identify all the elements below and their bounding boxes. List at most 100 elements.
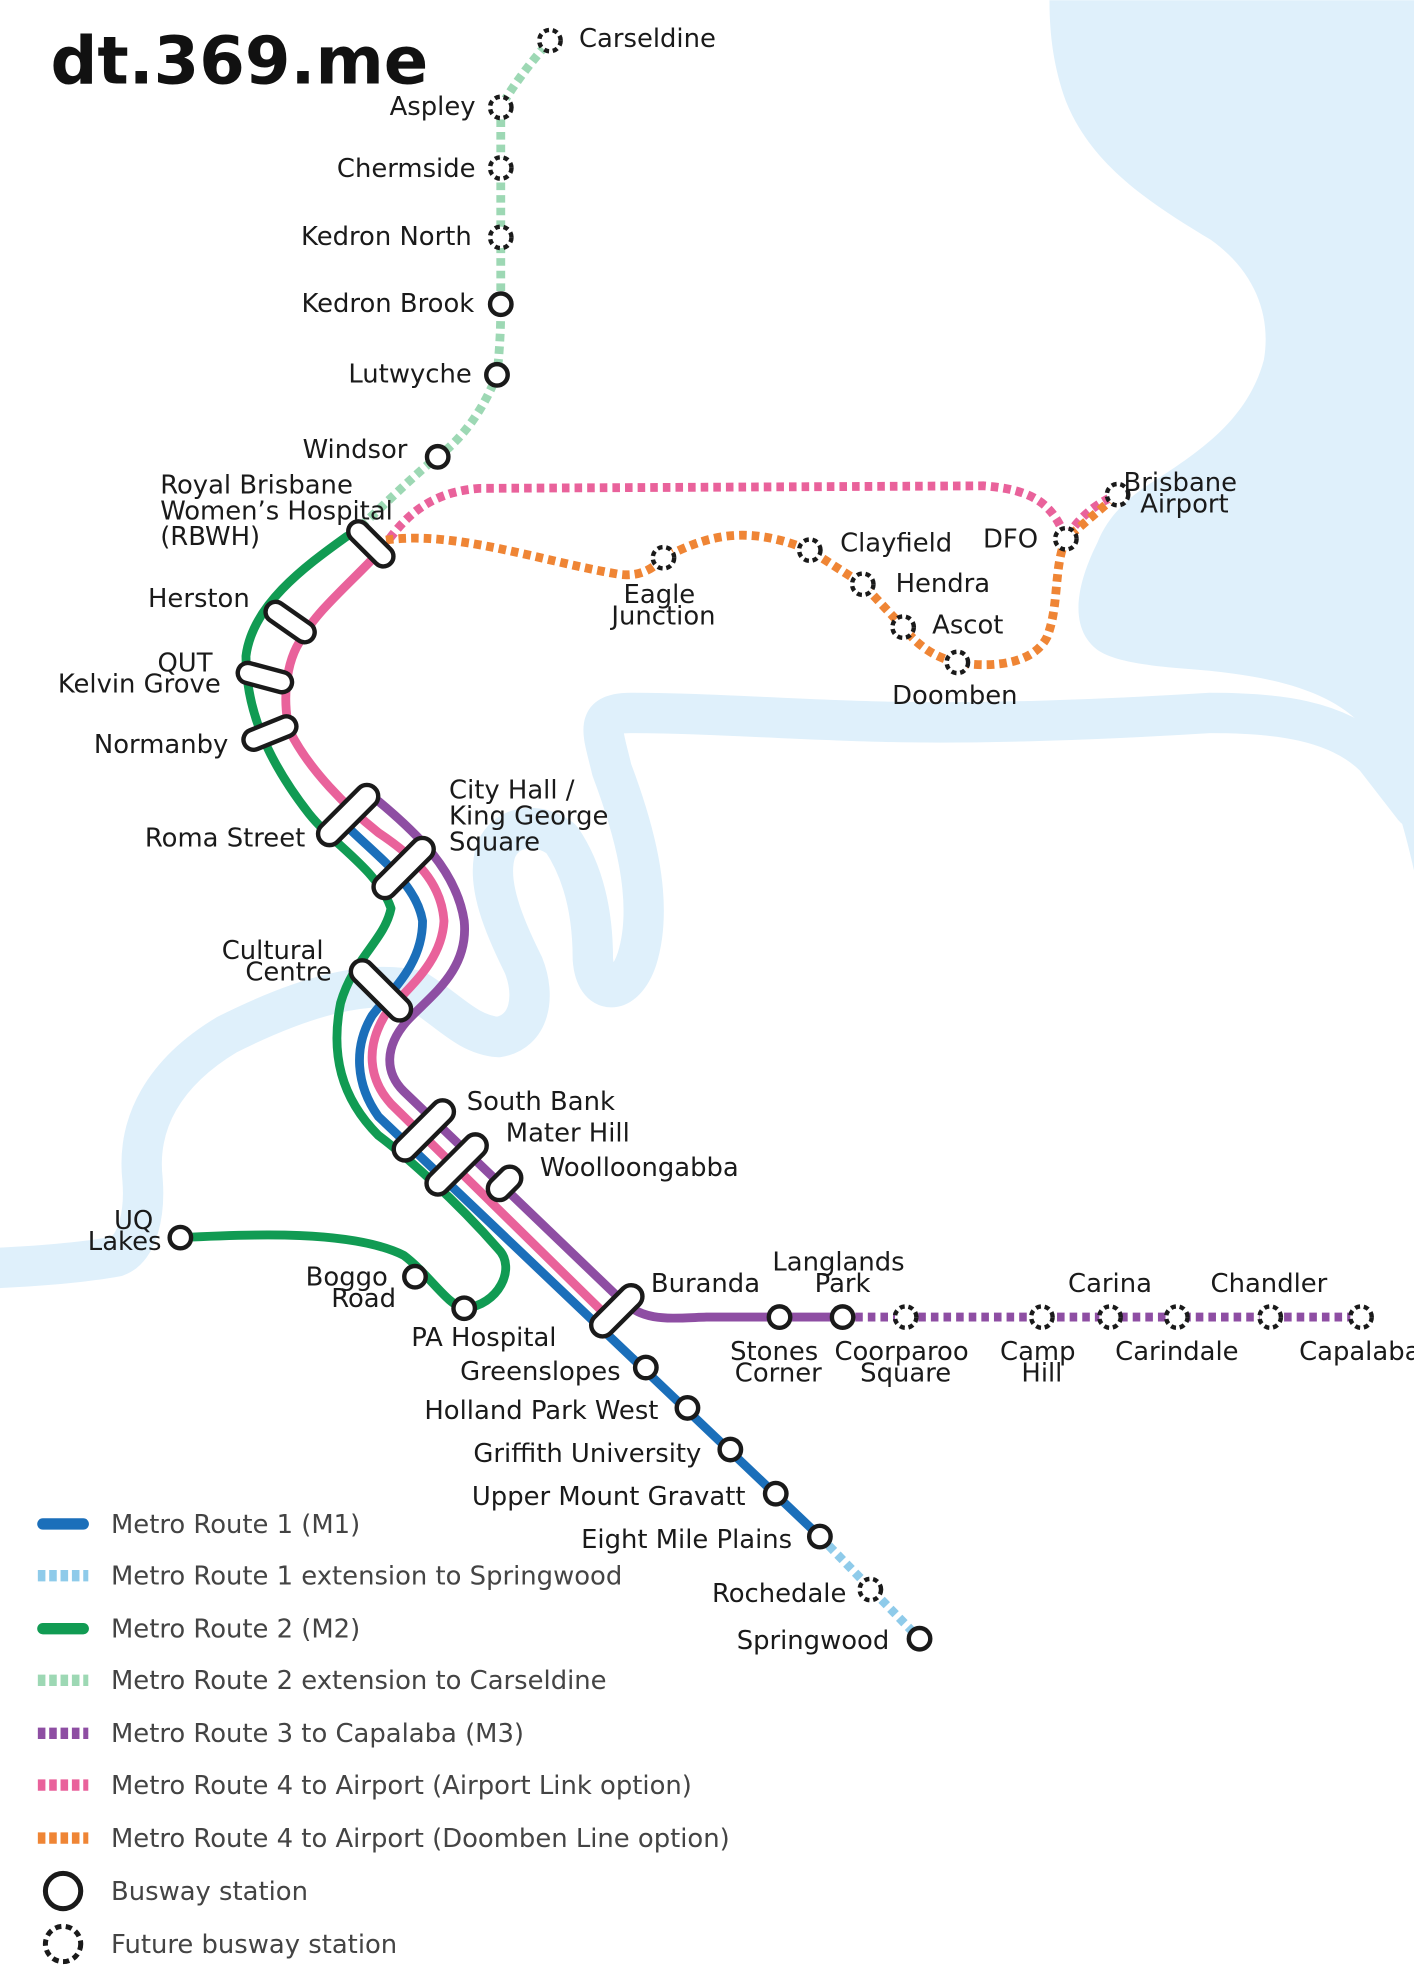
lutwyche-marker bbox=[484, 361, 510, 388]
label-boggo-road-line2: Road bbox=[331, 1284, 396, 1314]
herston-capsule bbox=[263, 599, 317, 645]
label-rochedale: Rochedale bbox=[712, 1579, 846, 1609]
label-south-bank: South Bank bbox=[467, 1087, 615, 1117]
label-rbwh-line1: Royal Brisbane bbox=[160, 470, 353, 500]
uq-lakes-marker bbox=[167, 1224, 194, 1251]
griffith-university-marker bbox=[717, 1436, 744, 1463]
ascot-marker bbox=[890, 614, 917, 641]
label-qut-line2: Kelvin Grove bbox=[58, 670, 221, 700]
dfo-marker bbox=[1052, 525, 1079, 552]
label-roma-street: Roma Street bbox=[145, 824, 305, 854]
roma-street-capsule bbox=[315, 782, 381, 848]
label-stones-corner-line2: Corner bbox=[735, 1358, 822, 1388]
legend-item-future-station: Future busway station bbox=[42, 1923, 397, 1965]
label-rbwh: Royal Brisbane Women’s Hospital (RBWH) bbox=[160, 470, 401, 552]
coorparoo-square-marker bbox=[892, 1304, 919, 1331]
label-stones-corner-line1: Stones bbox=[730, 1337, 818, 1367]
m4-doomben-line bbox=[385, 491, 1121, 670]
label-lutwyche: Lutwyche bbox=[348, 359, 471, 389]
label-griffith-university: Griffith University bbox=[473, 1439, 701, 1469]
label-qut-line1: QUT bbox=[157, 648, 212, 678]
label-holland-park-west: Holland Park West bbox=[424, 1396, 658, 1426]
legend-swatch-future-station bbox=[42, 1923, 84, 1965]
label-upper-mount-gravatt: Upper Mount Gravatt bbox=[472, 1482, 746, 1512]
future-stations bbox=[487, 27, 1374, 1603]
label-camp-hill-line2: Hill bbox=[1021, 1358, 1062, 1388]
label-kedron-brook: Kedron Brook bbox=[301, 289, 474, 319]
label-carseldine: Carseldine bbox=[579, 24, 716, 54]
label-coorparoo-square-line1: Coorparoo bbox=[834, 1337, 968, 1367]
label-ascot: Ascot bbox=[932, 610, 1003, 640]
label-cultural-centre-line1: Cultural bbox=[222, 936, 324, 966]
eagle-junction-marker bbox=[650, 544, 677, 571]
label-doomben: Doomben bbox=[892, 681, 1017, 711]
legend-item-m2-extension: Metro Route 2 extension to Carseldine bbox=[37, 1666, 607, 1696]
label-carina: Carina bbox=[1068, 1269, 1152, 1299]
m3-line-solid bbox=[373, 796, 848, 1323]
interchange-capsules bbox=[235, 519, 645, 1339]
upper-mount-gravatt-marker bbox=[762, 1480, 789, 1507]
label-brisbane-airport-line2: Airport bbox=[1140, 489, 1228, 519]
legend-label-m2: Metro Route 2 (M2) bbox=[111, 1614, 360, 1644]
label-dfo: DFO bbox=[983, 525, 1038, 555]
station-markers bbox=[167, 27, 1374, 1652]
capalaba-marker bbox=[1348, 1304, 1374, 1331]
label-woolloongabba: Woolloongabba bbox=[540, 1153, 739, 1183]
label-uq-lakes: UQ Lakes bbox=[88, 1206, 162, 1257]
busway-stations bbox=[167, 291, 933, 1652]
aspley-marker bbox=[487, 94, 514, 121]
woolloongabba-capsule bbox=[485, 1164, 524, 1203]
clayfield-marker bbox=[796, 537, 823, 564]
moreton-bay bbox=[1049, 0, 1414, 871]
kedron-north-marker bbox=[487, 224, 514, 251]
legend: Metro Route 1 (M1) Metro Route 1 extensi… bbox=[37, 1510, 730, 1965]
station-labels: dt.369.me Carseldine Aspley Chermside Ke… bbox=[50, 23, 1414, 1655]
qut-capsule bbox=[235, 660, 295, 695]
eight-mile-plains-marker bbox=[806, 1523, 833, 1550]
legend-item-m3: Metro Route 3 to Capalaba (M3) bbox=[37, 1719, 524, 1749]
label-city-hall-line1: City Hall / bbox=[449, 776, 575, 806]
hendra-marker bbox=[849, 571, 876, 598]
label-city-hall-line2: King George bbox=[449, 802, 608, 832]
label-cultural-centre: Cultural Centre bbox=[222, 936, 332, 987]
legend-label-m1-extension: Metro Route 1 extension to Springwood bbox=[111, 1561, 622, 1591]
greenslopes-marker bbox=[632, 1354, 659, 1381]
rochedale-marker bbox=[857, 1576, 884, 1603]
stones-corner-marker bbox=[766, 1304, 793, 1331]
label-pa-hospital: PA Hospital bbox=[411, 1323, 556, 1353]
legend-label-m1: Metro Route 1 (M1) bbox=[111, 1510, 360, 1540]
legend-label-busway-station: Busway station bbox=[111, 1877, 308, 1907]
holland-park-west-marker bbox=[674, 1394, 701, 1421]
legend-label-m3: Metro Route 3 to Capalaba (M3) bbox=[111, 1719, 524, 1749]
label-chandler: Chandler bbox=[1211, 1269, 1328, 1299]
label-city-hall: City Hall / King George Square bbox=[449, 776, 617, 858]
legend-label-m2-extension: Metro Route 2 extension to Carseldine bbox=[111, 1666, 607, 1696]
windsor-marker bbox=[424, 443, 451, 470]
label-boggo-road-line1: Boggo bbox=[306, 1263, 388, 1293]
label-city-hall-line3: Square bbox=[449, 827, 540, 857]
brisbane-airport-marker bbox=[1104, 481, 1131, 508]
label-langlands-park-line1: Langlands bbox=[772, 1247, 904, 1277]
buranda-capsule bbox=[588, 1282, 645, 1339]
watermark-text: dt.369.me bbox=[50, 23, 428, 99]
label-eagle-junction: Eagle Junction bbox=[609, 580, 715, 631]
rbwh-capsule bbox=[346, 519, 396, 569]
label-chermside: Chermside bbox=[337, 154, 476, 184]
label-hendra: Hendra bbox=[896, 569, 991, 599]
legend-item-busway-station: Busway station bbox=[42, 1870, 308, 1912]
camp-hill-marker bbox=[1028, 1304, 1055, 1331]
route-lines bbox=[175, 37, 1362, 1642]
label-stones-corner: Stones Corner bbox=[730, 1337, 826, 1388]
label-springwood: Springwood bbox=[737, 1626, 890, 1656]
label-rbwh-line3: (RBWH) bbox=[160, 522, 260, 552]
legend-swatch-busway-station bbox=[42, 1870, 84, 1912]
label-normanby: Normanby bbox=[94, 730, 228, 760]
label-carindale: Carindale bbox=[1115, 1337, 1238, 1367]
carindale-marker bbox=[1163, 1304, 1190, 1331]
river-and-bay bbox=[0, 0, 1414, 1289]
label-brisbane-airport-line1: Brisbane bbox=[1124, 468, 1238, 498]
legend-item-m1: Metro Route 1 (M1) bbox=[37, 1510, 360, 1540]
label-kedron-north: Kedron North bbox=[301, 222, 472, 252]
city-hall-capsule bbox=[371, 835, 436, 901]
